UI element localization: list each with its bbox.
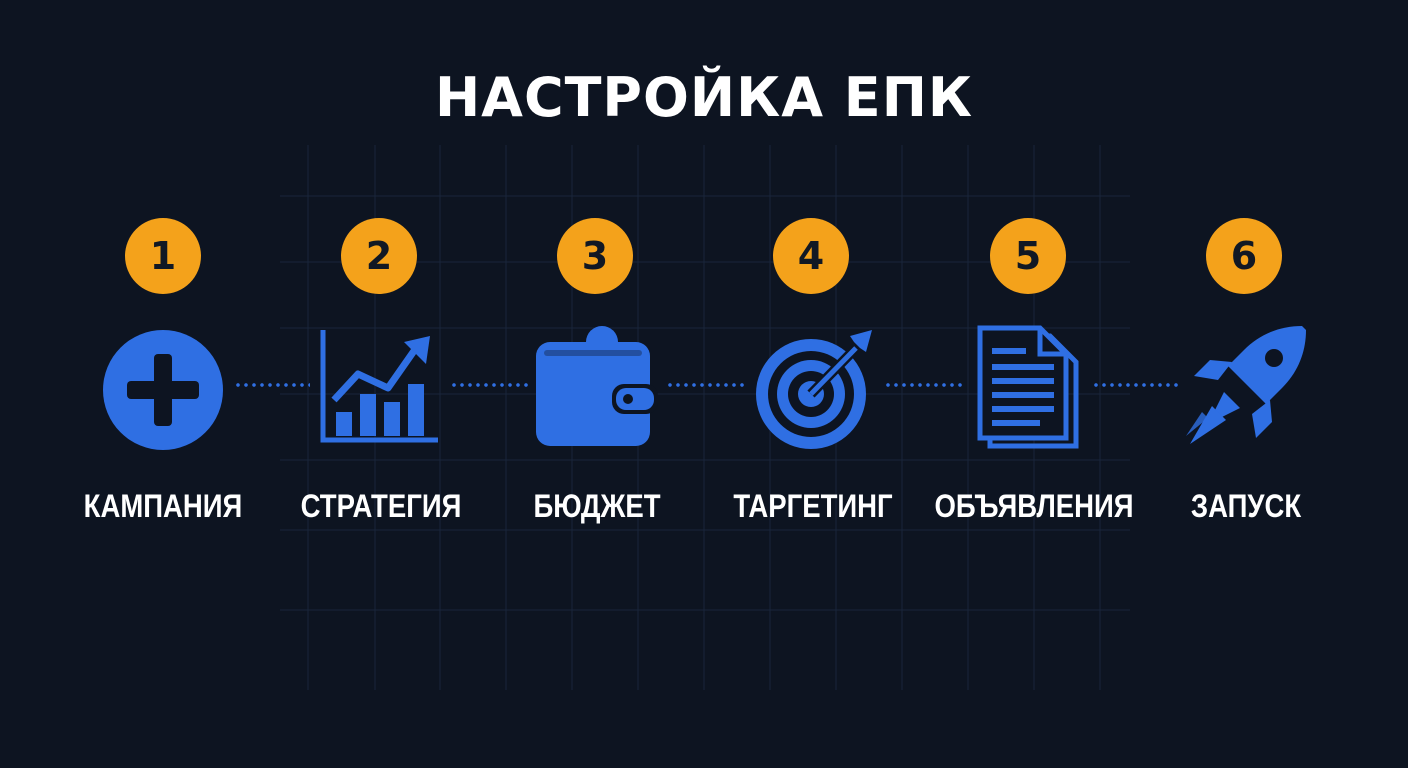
- documents-icon: [966, 324, 1096, 454]
- step-4-number-badge: 4: [773, 218, 849, 294]
- growth-chart-icon: [312, 324, 442, 454]
- step-5-number-badge: 5: [990, 218, 1066, 294]
- plus-circle-icon: [98, 324, 228, 454]
- step-3-number-badge: 3: [557, 218, 633, 294]
- wallet-icon: [530, 324, 660, 454]
- step-1-number-badge: 1: [125, 218, 201, 294]
- connector-2-3: [450, 383, 528, 387]
- step-5-label: ОБЪЯВЛЕНИЯ: [934, 488, 1134, 524]
- connector-1-2: [234, 383, 310, 387]
- step-2-label: СТРАТЕГИЯ: [300, 488, 462, 524]
- page-title: НАСТРОЙКА ЕПК: [434, 66, 974, 129]
- connector-3-4: [666, 383, 746, 387]
- step-1-label: КАМПАНИЯ: [83, 488, 243, 524]
- connector-4-5: [884, 383, 964, 387]
- step-3-label: БЮДЖЕТ: [533, 488, 661, 524]
- step-6-label: ЗАПУСК: [1190, 488, 1302, 524]
- target-icon: [748, 324, 878, 454]
- connector-5-6: [1092, 383, 1182, 387]
- rocket-icon: [1182, 320, 1312, 450]
- step-6-number-badge: 6: [1206, 218, 1282, 294]
- step-2-number-badge: 2: [341, 218, 417, 294]
- step-4-label: ТАРГЕТИНГ: [733, 488, 893, 524]
